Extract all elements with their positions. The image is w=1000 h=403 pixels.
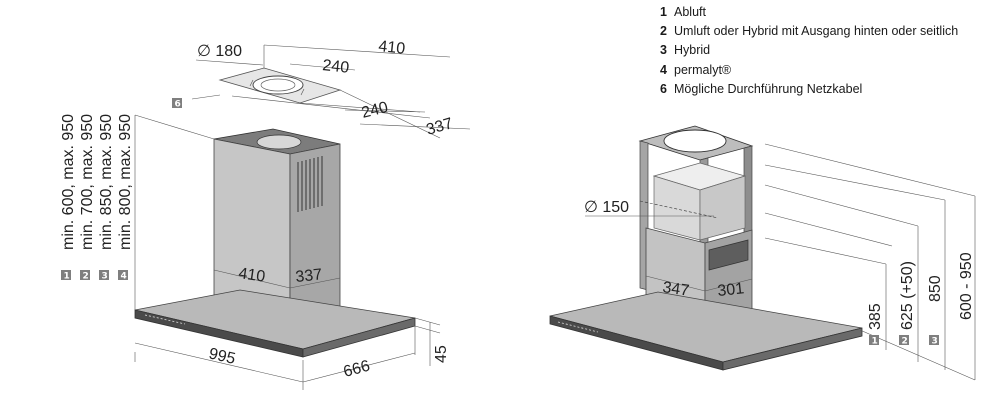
legend-item: 4 permalyt®: [660, 61, 958, 80]
right-height-label-2: 625 (+50): [899, 261, 916, 330]
right-height-badge-2: [899, 335, 909, 345]
chimney-depth-label: 337: [295, 266, 323, 286]
legend-text: Abluft: [674, 5, 706, 19]
right-height-badge-1-label: 1: [872, 337, 878, 347]
right-hood-drawing: ∅ 150 347 301 385 625 (+50) 850 600 - 95…: [549, 125, 976, 381]
right-canopy: [549, 291, 863, 371]
right-height-label-1: 385: [867, 303, 884, 330]
legend-item: 6 Mögliche Durchführung Netzkabel: [660, 80, 958, 99]
canopy: [134, 289, 416, 358]
legend-text: Mögliche Durchführung Netzkabel: [674, 81, 863, 96]
height-badge-2: [80, 270, 90, 280]
hood-depth-label: 666: [342, 358, 372, 381]
right-height-badge-1: [869, 335, 879, 345]
height-badge-3-label: 3: [102, 272, 108, 282]
legend-number: 1: [660, 5, 667, 19]
legend-number: 3: [660, 43, 667, 58]
ceiling-badge-label: 6: [175, 100, 181, 110]
height-badge-1-label: 1: [64, 272, 70, 282]
right-height-badge-3: [929, 335, 939, 345]
right-height-label-3: 850: [927, 275, 944, 302]
height-label-4: min. 800, max. 950: [117, 114, 134, 250]
ceiling-width-inner-label: 240: [322, 57, 350, 77]
chimney-width-label: 410: [237, 265, 266, 286]
height-badge-4: [118, 270, 128, 280]
exhaust-diameter-label: ∅ 150: [584, 199, 629, 216]
left-hood-drawing: ∅ 180 410 240 240 337 6 410: [60, 38, 471, 390]
ceiling-badge: [172, 98, 182, 108]
height-label-3: min. 850, max. 950: [98, 114, 115, 250]
ceiling-plate: [218, 67, 342, 104]
right-height-badge-3-label: 3: [932, 337, 938, 347]
frame-width-label: 347: [661, 279, 690, 300]
legend-number: 6: [660, 81, 667, 96]
legend-text: Hybrid: [674, 43, 711, 58]
ceiling-diameter-label: ∅ 180: [197, 43, 242, 60]
height-label-1: min. 600, max. 950: [60, 114, 77, 250]
legend-number: 4: [660, 62, 667, 77]
ceiling-depth-inner-label: 240: [360, 99, 390, 122]
frame-depth-label: 301: [717, 280, 745, 300]
legend-item: 1 Abluft: [660, 3, 958, 22]
legend-text: permalyt®: [674, 62, 732, 77]
right-height-label-4: 600 - 950: [958, 252, 975, 320]
height-badge-2-label: 2: [83, 272, 89, 282]
hood-height-label: 45: [433, 345, 450, 363]
height-badge-4-label: 4: [121, 272, 127, 282]
ceiling-width-outer-label: 410: [378, 38, 406, 58]
height-badge-3: [99, 270, 109, 280]
hood-width-label: 995: [207, 345, 237, 368]
legend-item: 2 Umluft oder Hybrid mit Ausgang hinten o…: [660, 22, 958, 41]
legend-number: 2: [660, 24, 667, 39]
height-label-2: min. 700, max. 950: [79, 114, 96, 250]
height-badge-1: [61, 270, 71, 280]
legend-item: 3 Hybrid: [660, 41, 958, 60]
legend-text: Umluft oder Hybrid mit Ausgang hinten od…: [674, 24, 959, 39]
ceiling-depth-outer-label: 337: [424, 115, 454, 139]
legend: 1 Abluft 2 Umluft oder Hybrid mit Ausgang …: [660, 3, 958, 99]
right-height-badge-2-label: 2: [902, 337, 908, 347]
